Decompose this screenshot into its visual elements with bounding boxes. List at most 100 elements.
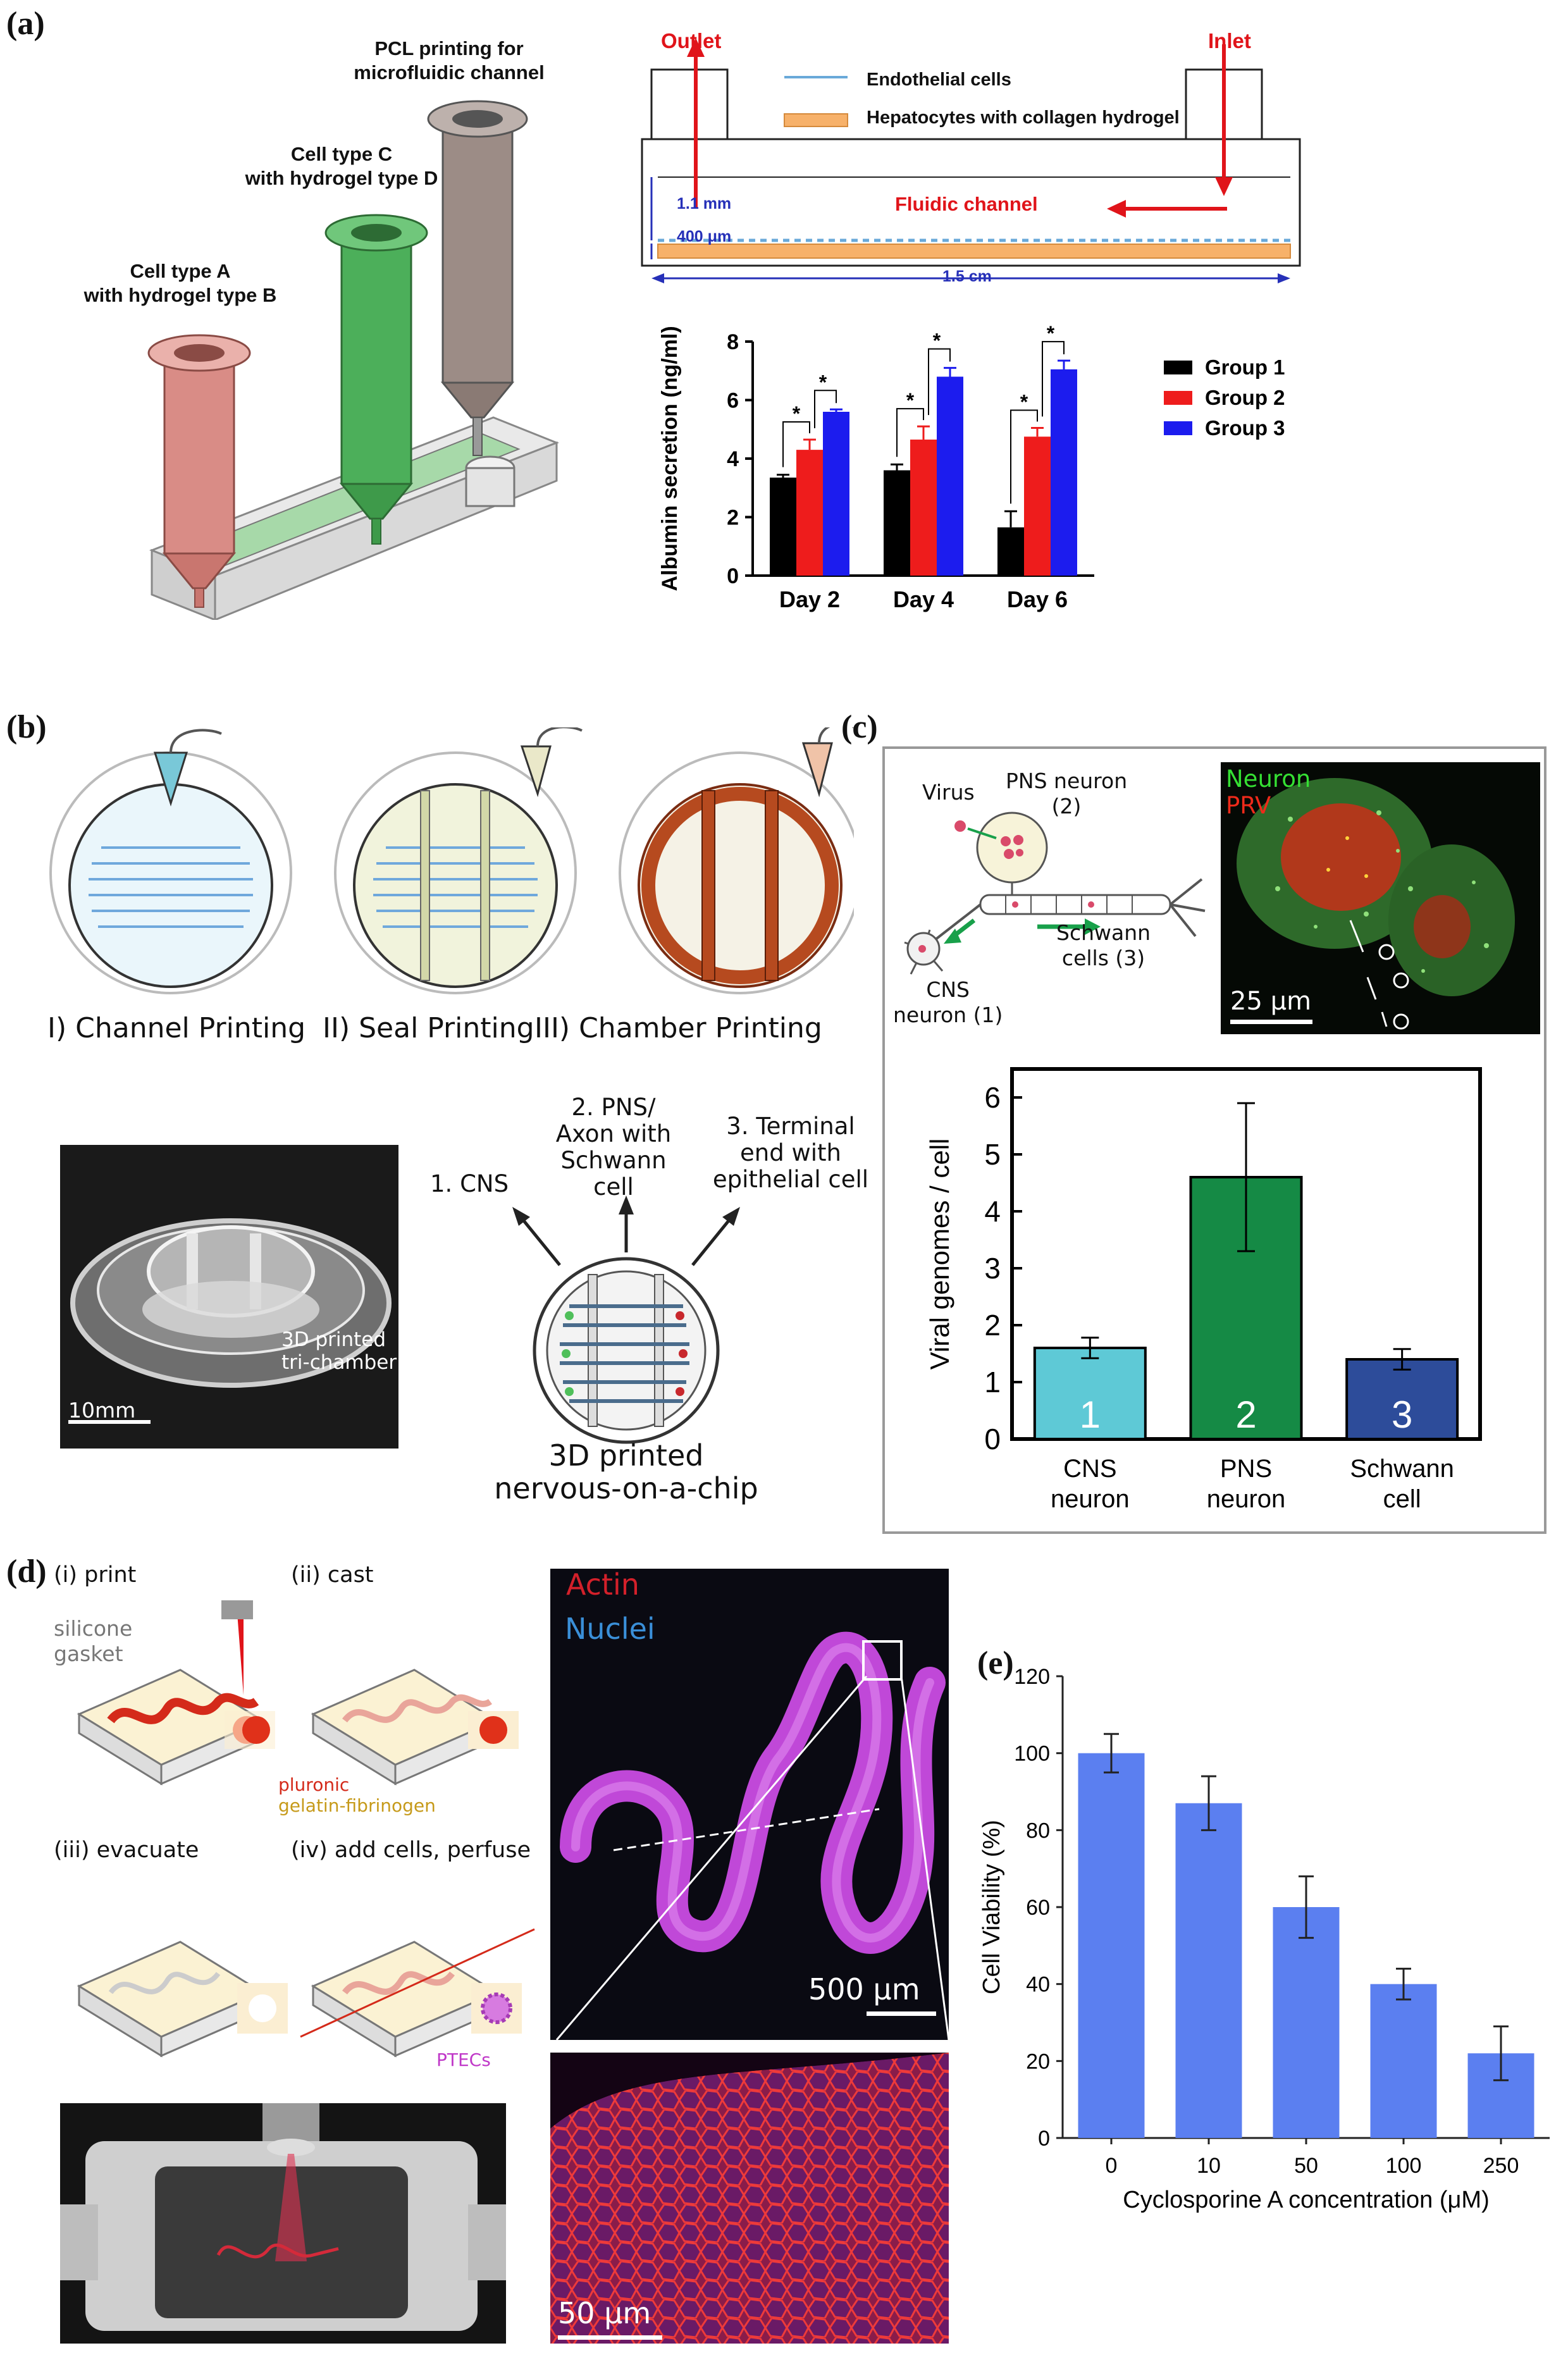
y-tick-label: 100 — [1014, 1742, 1050, 1766]
nervous-on-a-chip-diagram — [512, 1195, 740, 1444]
bar — [1078, 1753, 1145, 2138]
y-tick-label: 2 — [727, 506, 739, 530]
prv-stain-label: PRV — [1226, 792, 1271, 819]
chip-pns-line1: 2. PNS/ — [571, 1094, 656, 1121]
chip-cns-label: 1. CNS — [430, 1170, 509, 1197]
scale-bar-50um-label: 50 μm — [558, 2296, 651, 2330]
tri-chamber-photo — [60, 1145, 398, 1449]
bar — [1370, 1984, 1437, 2138]
y-tick-label: 4 — [984, 1195, 1001, 1228]
pns-neuron-line1: PNS neuron — [1006, 769, 1128, 793]
bar — [1051, 369, 1077, 576]
x-tick-label: neuron — [1207, 1485, 1286, 1513]
bar-label: 1 — [1080, 1393, 1101, 1436]
cns-neuron-label: CNS neuron (1) — [893, 977, 1003, 1028]
legend-swatch — [1164, 361, 1192, 374]
x-tick-label: cell — [1383, 1485, 1421, 1513]
x-tick-label: Schwann — [1350, 1455, 1454, 1483]
pns-neuron-label: PNS neuron (2) — [1006, 769, 1127, 819]
y-tick-label: 4 — [727, 447, 739, 471]
legend-label: Group 3 — [1205, 416, 1285, 440]
cell-a-label: Cell type A with hydrogel type B — [47, 259, 313, 307]
actin-stain-label: Actin — [566, 1567, 639, 1602]
tri-chamber-label: 3D printed tri-chamber — [281, 1328, 397, 1374]
significance-bracket — [782, 421, 810, 467]
step-print-label: (i) print — [54, 1562, 137, 1588]
tri-chamber-label-line2: tri-chamber — [281, 1351, 397, 1374]
chip-printing-steps — [49, 727, 854, 994]
bar — [937, 376, 963, 576]
chip-terminal-label: 3. Terminal end with epithelial cell — [702, 1113, 879, 1193]
chip-pns-line2: Axon with — [555, 1120, 672, 1147]
x-tick-label: 0 — [1106, 2154, 1118, 2178]
panel-label-c: (c) — [841, 709, 878, 745]
cns-neuron-line1: CNS — [926, 977, 970, 1002]
bar — [997, 527, 1024, 576]
y-tick-label: 6 — [984, 1081, 1001, 1114]
cell-c-label-line2: with hydrogel type D — [245, 167, 438, 189]
bar — [1273, 1907, 1340, 2138]
legend-label: Group 2 — [1205, 386, 1285, 409]
bar — [770, 478, 796, 576]
scale-bar-25um — [1230, 1020, 1312, 1024]
fluidic-channel-label: Fluidic channel — [895, 193, 1038, 215]
neuron-stain-label: Neuron — [1226, 765, 1311, 793]
width-dimension: 1.5 cm — [942, 268, 992, 285]
panel-label-d: (d) — [6, 1554, 47, 1590]
pns-neuron-line2: (2) — [1051, 794, 1082, 819]
pcl-label-line2: microfluidic channel — [354, 61, 545, 83]
silicone-gasket-label: silicone gasket — [54, 1616, 132, 1667]
x-tick-label: neuron — [1051, 1485, 1130, 1513]
bar — [796, 450, 823, 576]
significance-bracket — [896, 408, 924, 457]
significance-bracket — [928, 348, 951, 416]
bar — [823, 412, 849, 576]
y-axis-label: Viral genomes / cell — [925, 1139, 954, 1370]
x-tick-label: Day 4 — [893, 586, 954, 612]
neuron-infection-diagram — [904, 812, 1206, 975]
significance-star: * — [1020, 390, 1028, 413]
pcl-syringe — [427, 100, 528, 456]
seal-printing-step: II) Seal Printing — [323, 1012, 534, 1044]
pluronic-label: pluronic — [278, 1774, 350, 1795]
bar — [1033, 1347, 1147, 1440]
step-cast-label: (ii) cast — [291, 1562, 374, 1588]
height-dimension: 1.1 mm — [677, 195, 732, 213]
y-tick-label: 0 — [984, 1423, 1001, 1455]
significance-bracket — [1010, 409, 1038, 504]
layer-dimension: 400 μm — [677, 228, 732, 245]
y-tick-label: 5 — [984, 1138, 1001, 1171]
schwann-cells-line2: cells (3) — [1061, 946, 1145, 970]
channel-printing-step: I) Channel Printing — [47, 1012, 306, 1044]
cell-a-label-line2: with hydrogel type B — [83, 284, 277, 306]
bar — [884, 470, 910, 576]
legend-label: Group 1 — [1205, 355, 1285, 379]
step-add-cells-label: (iv) add cells, perfuse — [291, 1838, 531, 1863]
printer-photo — [60, 2103, 506, 2344]
bar-label: 2 — [1235, 1393, 1256, 1436]
chip-pns-label: 2. PNS/ Axon with Schwann cell — [538, 1094, 689, 1201]
nuclei-stain-label: Nuclei — [565, 1612, 655, 1646]
tubule-confocal-image — [550, 1569, 949, 2040]
virus-label: Virus — [922, 780, 975, 805]
chip-title: 3D printed nervous-on-a-chip — [481, 1439, 772, 1505]
panel-label-e: (e) — [977, 1645, 1014, 1681]
y-tick-label: 3 — [984, 1252, 1001, 1285]
chip-title-line1: 3D printed — [548, 1438, 704, 1473]
y-tick-label: 120 — [1014, 1665, 1050, 1689]
cell-c-syringe — [324, 214, 428, 545]
x-tick-label: 50 — [1294, 2154, 1318, 2178]
cell-a-label-line1: Cell type A — [130, 260, 231, 282]
x-tick-label: 10 — [1197, 2154, 1221, 2178]
y-tick-label: 0 — [1038, 2127, 1050, 2151]
y-axis-label: Albumin secretion (ng/ml) — [658, 326, 682, 591]
scale-bar-10mm — [68, 1420, 151, 1424]
cns-neuron-line2: neuron (1) — [893, 1003, 1003, 1027]
chip-pns-line3: Schwann cell — [560, 1147, 667, 1201]
scale-bar-50um — [558, 2335, 662, 2340]
y-tick-label: 0 — [727, 564, 739, 588]
endothelial-legend: Endothelial cells — [867, 70, 1011, 90]
tri-chamber-label-line1: 3D printed — [281, 1328, 386, 1351]
x-tick-label: Day 6 — [1007, 586, 1068, 612]
